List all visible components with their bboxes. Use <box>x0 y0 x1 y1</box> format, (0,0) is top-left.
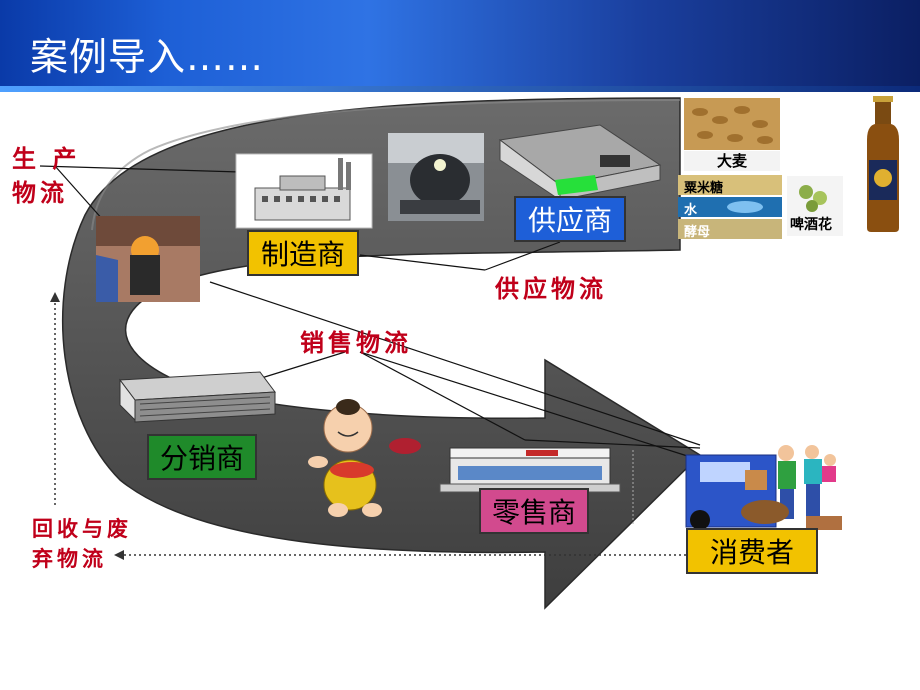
store-image <box>439 447 621 493</box>
production-flow-label-line1: 生 产 <box>12 144 81 173</box>
tunnel-image <box>96 216 200 302</box>
yeast-swatch <box>678 219 782 239</box>
consumer-box: 消费者 <box>686 528 818 574</box>
title-bar: 案例导入…… <box>0 0 920 92</box>
recycle-flow-label-line2: 弃物流 <box>32 546 107 571</box>
office-building-image <box>119 371 276 423</box>
cycle-inner-highlight <box>91 99 681 231</box>
corn-syrup-swatch <box>678 175 782 195</box>
production-flow-label-line2: 物流 <box>12 178 68 207</box>
connector-lines <box>39 165 701 461</box>
slide-title: 案例导入…… <box>30 35 265 79</box>
retailer-box: 零售商 <box>479 488 589 534</box>
sales-flow-label: 销售物流 <box>300 328 412 357</box>
factory-image <box>235 153 373 229</box>
supplier-box: 供应商 <box>514 196 626 242</box>
train-image <box>388 133 484 221</box>
beer-bottle-image <box>867 96 899 232</box>
barley-label: 大麦 <box>684 151 780 171</box>
manufacturer-box: 制造商 <box>247 230 359 276</box>
warehouse-image <box>498 124 662 201</box>
supply-flow-label: 供应物流 <box>495 274 607 303</box>
barley-image <box>684 98 780 150</box>
distributor-box: 分销商 <box>147 434 257 480</box>
recycle-arrow-left-head <box>114 550 124 560</box>
consumer-scene <box>685 445 842 530</box>
corn-syrup-label: 粟米糖 <box>684 181 724 196</box>
hops-label: 啤酒花 <box>790 217 832 233</box>
hops-image <box>787 176 843 236</box>
yeast-label: 酵母 <box>684 225 711 240</box>
recycle-arrow-up-head <box>50 292 60 302</box>
water-label: 水 <box>684 203 698 218</box>
recycle-flow-label-line1: 回收与废 <box>32 516 132 541</box>
sumo-character <box>308 399 421 517</box>
